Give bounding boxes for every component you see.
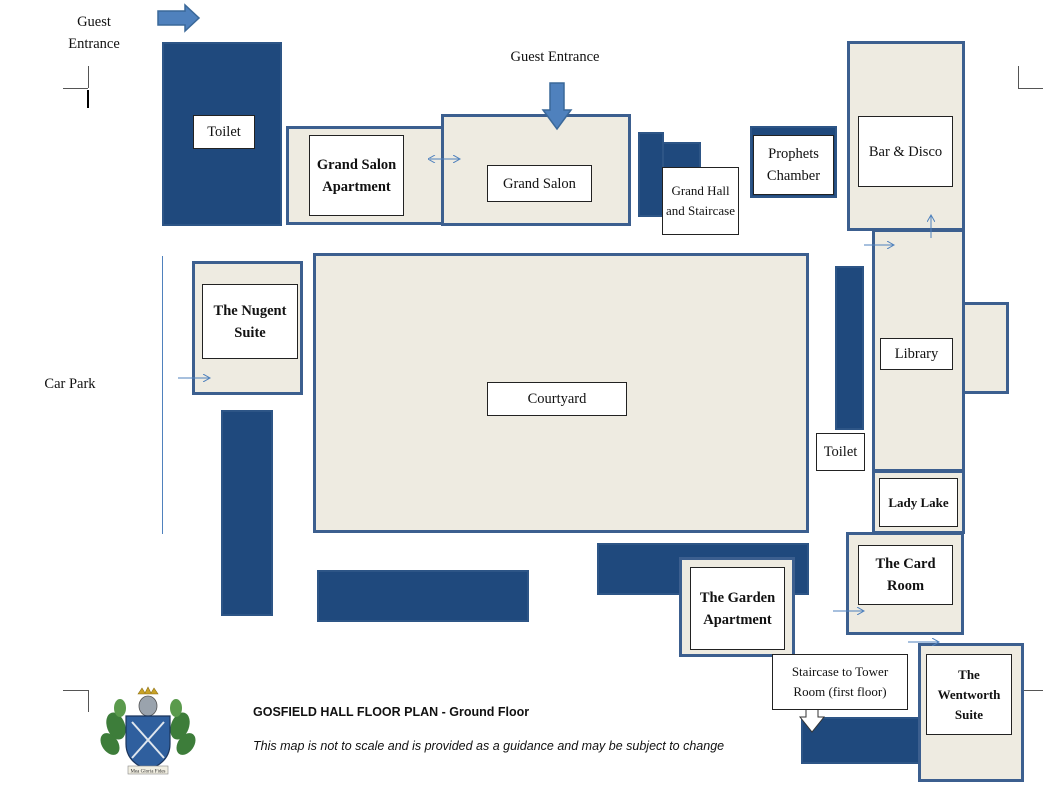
corner-mark-tr-v — [1018, 66, 1019, 88]
floor-plan-title: GOSFIELD HALL FLOOR PLAN - Ground Floor — [253, 705, 530, 719]
disclaimer-note: This map is not to scale and is provided… — [253, 739, 725, 753]
label-grand-hall-staircase: Grand Hall and Staircase — [662, 167, 739, 235]
helmet-icon — [138, 695, 158, 717]
crest-motto: Mea Gloria Fides — [131, 770, 166, 775]
corner-mark-bl-v — [88, 690, 89, 712]
crown-icon — [137, 686, 159, 695]
laurel-wreath-icon — [100, 699, 196, 755]
label-library: Library — [880, 338, 953, 370]
entrance-arrow-right-icon — [157, 3, 201, 33]
dark-block-left-vertical — [221, 410, 273, 616]
dark-block-grand-hall-b — [662, 142, 701, 170]
dark-block-bottom-right — [801, 717, 925, 764]
corner-mark-tl-h — [63, 88, 88, 89]
label-bar-disco: Bar & Disco — [858, 116, 953, 187]
label-lady-lake: Lady Lake — [879, 478, 958, 527]
label-grand-salon-apartment: Grand Salon Apartment — [309, 135, 404, 216]
dark-block-right-corridor — [835, 266, 864, 430]
label-grand-salon: Grand Salon — [487, 165, 592, 202]
label-prophets-chamber: Prophets Chamber — [753, 135, 834, 195]
guest-entrance-left-label: Guest Entrance — [68, 14, 120, 52]
label-toilet-right: Toilet — [816, 433, 865, 471]
dark-block-bottom-left — [317, 570, 529, 622]
label-garden-apartment: The Garden Apartment — [690, 567, 785, 650]
corner-mark-tr-h — [1018, 88, 1043, 89]
label-nugent-suite: The Nugent Suite — [202, 284, 298, 359]
label-toilet-left: Toilet — [193, 115, 255, 149]
car-park-boundary-line — [162, 256, 163, 534]
label-card-room: The Card Room — [858, 545, 953, 605]
crest-logo: Mea Gloria Fides — [100, 686, 196, 775]
entrance-arrow-down-icon — [541, 82, 573, 131]
corner-mark-br-h — [1018, 690, 1043, 691]
guest-entrance-top-label: Guest Entrance — [510, 49, 600, 65]
label-courtyard: Courtyard — [487, 382, 627, 416]
corner-mark-tl-v — [88, 66, 89, 88]
car-park-label: Car Park — [44, 376, 96, 392]
room-library-annex — [962, 302, 1009, 394]
label-wentworth-suite: The Wentworth Suite — [926, 654, 1012, 735]
label-staircase-tower: Staircase to Tower Room (first floor) — [772, 654, 908, 710]
corner-mark-bl-h — [63, 690, 88, 691]
corner-mark-tl-cursor — [87, 90, 89, 108]
